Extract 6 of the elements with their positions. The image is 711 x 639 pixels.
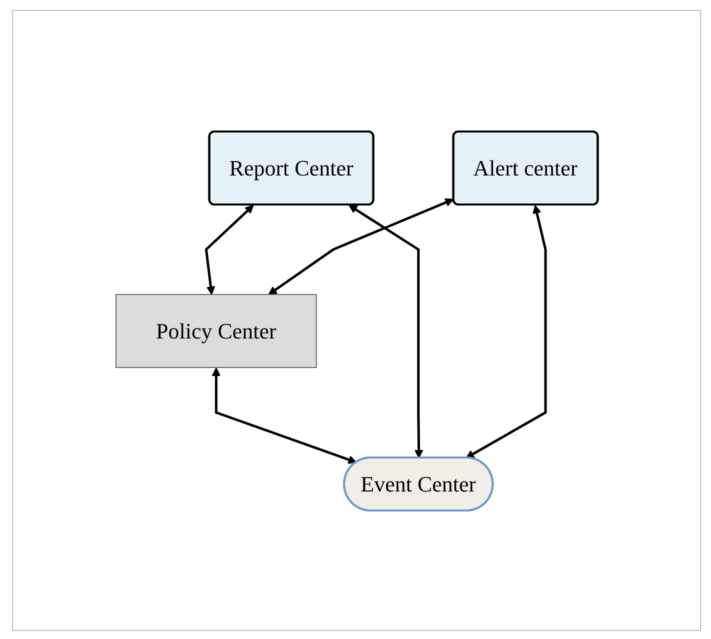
arrow <box>465 204 546 458</box>
arrow <box>211 367 356 464</box>
arrow <box>348 204 423 458</box>
arrow <box>268 198 454 294</box>
node-box: Policy Center <box>115 294 316 368</box>
arrow <box>204 204 254 294</box>
